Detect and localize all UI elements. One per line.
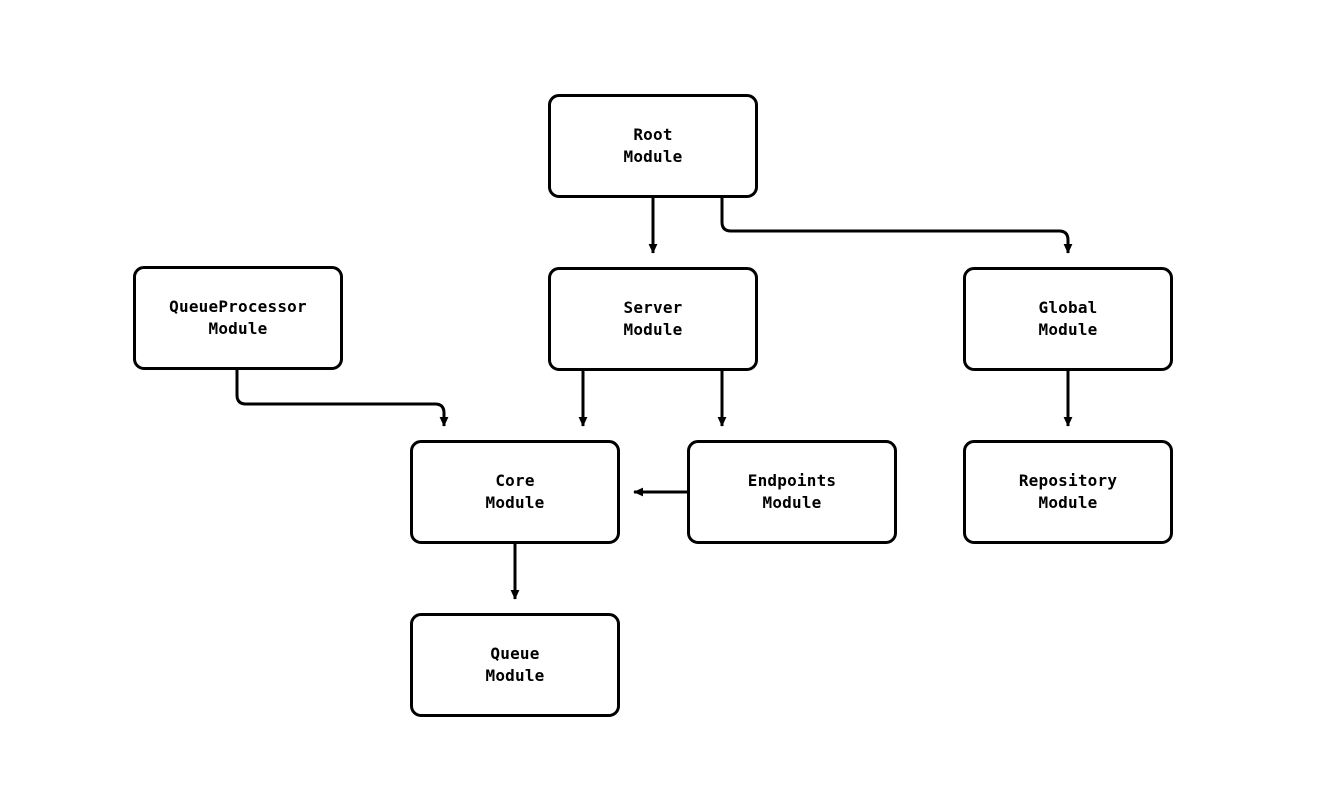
node-endpoints-module[interactable]: Endpoints Module (687, 440, 897, 544)
node-global-module-line2: Module (1038, 320, 1098, 339)
node-queue-module[interactable]: Queue Module (410, 613, 620, 717)
node-endpoints-module-line2: Module (762, 493, 822, 512)
node-queueprocessor-module-line2: Module (208, 319, 268, 338)
node-server-module-line1: Server (623, 297, 683, 317)
node-queueprocessor-module-line1: QueueProcessor (169, 296, 307, 316)
node-global-module-line1: Global (1038, 297, 1098, 317)
node-core-module-line1: Core (495, 470, 535, 490)
node-queueprocessor-module[interactable]: QueueProcessor Module (133, 266, 343, 370)
node-root-module-line2: Module (623, 147, 683, 166)
node-root-module-line1: Root (633, 124, 673, 144)
node-server-module-line2: Module (623, 320, 683, 339)
node-queue-module-line1: Queue (490, 643, 540, 663)
node-repository-module-line1: Repository (1018, 470, 1118, 490)
node-endpoints-module-line1: Endpoints (747, 470, 837, 490)
node-core-module-line2: Module (485, 493, 545, 512)
node-repository-module[interactable]: Repository Module (963, 440, 1173, 544)
node-server-module[interactable]: Server Module (548, 267, 758, 371)
node-root-module[interactable]: Root Module (548, 94, 758, 198)
edge-root-to-global (720, 198, 1073, 254)
node-global-module[interactable]: Global Module (963, 267, 1173, 371)
edge-queueprocessor-to-core (235, 370, 449, 427)
node-queue-module-line2: Module (485, 666, 545, 685)
node-repository-module-line2: Module (1038, 493, 1098, 512)
node-core-module[interactable]: Core Module (410, 440, 620, 544)
